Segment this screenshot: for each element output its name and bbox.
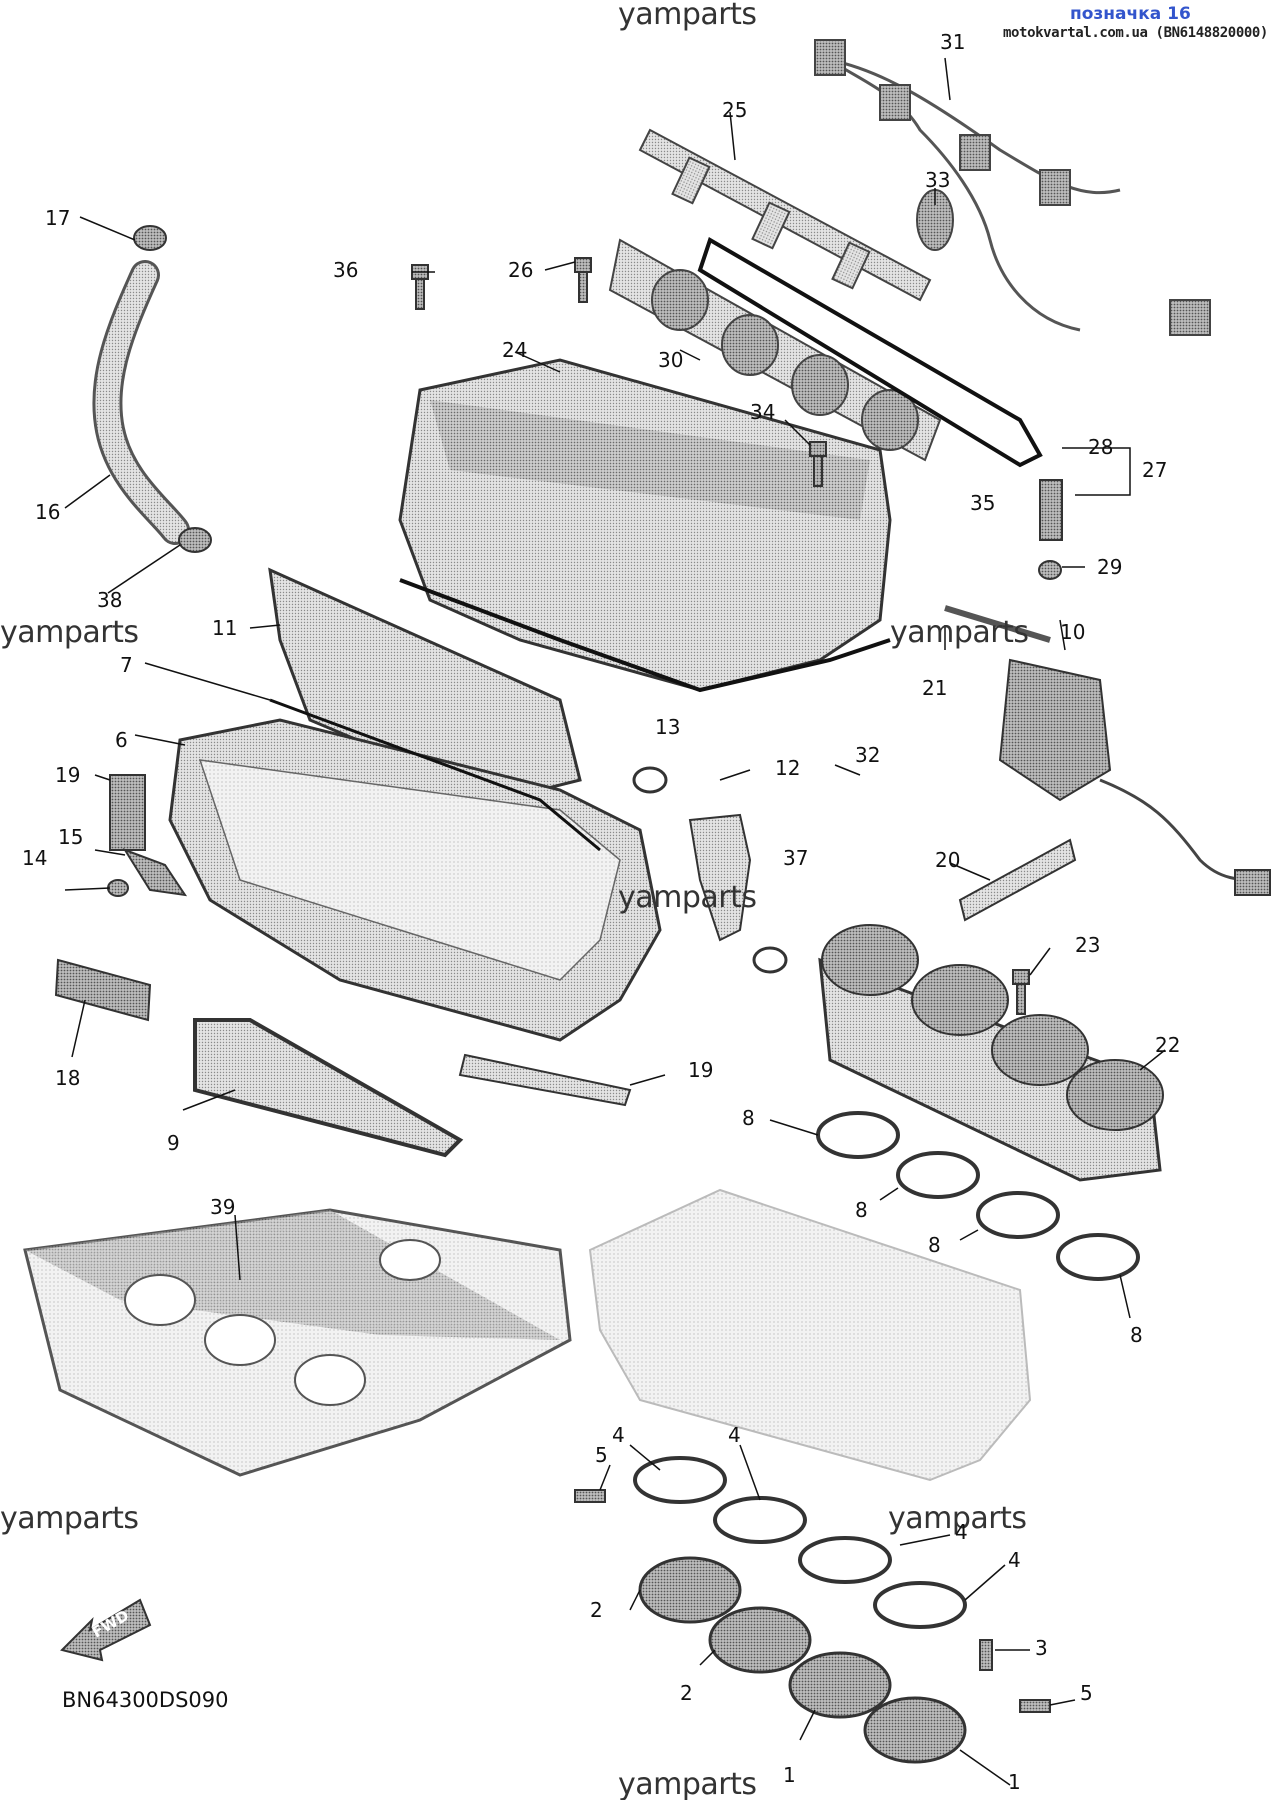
part-label: 32	[855, 743, 881, 767]
fwd-arrow-icon	[60, 1598, 152, 1662]
part-label: 19	[55, 763, 81, 787]
part-label: 21	[922, 676, 948, 700]
part-label: 36	[333, 258, 359, 282]
part-label: 1	[783, 1763, 796, 1787]
part-label: 8	[928, 1233, 941, 1257]
watermark: yamparts	[618, 0, 757, 32]
breather-hose-part	[92, 225, 212, 553]
part-label: 4	[728, 1423, 741, 1447]
part-label: 3	[1035, 1636, 1048, 1660]
watermark: yamparts	[0, 1501, 139, 1536]
part-label: 37	[783, 846, 809, 870]
leader-lines	[64, 57, 1166, 1786]
part-label: 17	[45, 206, 71, 230]
part-label: 19	[688, 1058, 714, 1082]
pad-18-part	[54, 958, 152, 1022]
part-label: 39	[210, 1195, 236, 1219]
screw-5b-part	[1019, 1699, 1051, 1713]
heat-shield-part	[23, 1208, 572, 1477]
part-label: 2	[680, 1681, 693, 1705]
part-label: 27	[1142, 458, 1168, 482]
joint-12-part	[632, 766, 788, 974]
header-title: позначка 16	[1070, 4, 1191, 24]
diagram-code: BN64300DS090	[62, 1688, 229, 1712]
part-label: 8	[855, 1198, 868, 1222]
part-label: 14	[22, 846, 48, 870]
part-label: 30	[658, 348, 684, 372]
air-filter-case-part	[168, 718, 662, 1042]
watermark: yamparts	[888, 1501, 1027, 1536]
part-label: 18	[55, 1066, 81, 1090]
pad-19a-part	[109, 774, 146, 851]
injector-plate-part	[608, 238, 942, 462]
engine-reference-part	[588, 1188, 1032, 1482]
sensor-20-part	[958, 838, 1077, 922]
part-label: 5	[595, 1443, 608, 1467]
throttle-joint-parts	[638, 1556, 967, 1764]
fuel-rail-part	[638, 128, 932, 302]
part-label: 10	[1060, 620, 1086, 644]
part-label: 8	[742, 1106, 755, 1130]
bolt-parts	[411, 257, 1030, 1015]
pad-19b-part	[458, 1053, 632, 1107]
part-label: 38	[97, 588, 123, 612]
air-filter-element-part	[193, 1018, 464, 1158]
screw-3-part	[979, 1639, 993, 1671]
watermark: yamparts	[618, 1767, 757, 1800]
part-label: 34	[750, 400, 776, 424]
part-label: 4	[612, 1423, 625, 1447]
part-label: 23	[1075, 933, 1101, 957]
part-label: 29	[1097, 555, 1123, 579]
part-label: 6	[115, 728, 128, 752]
part-label: 15	[58, 825, 84, 849]
part-label: 25	[722, 98, 748, 122]
injector-27-part	[1039, 479, 1063, 541]
part-label: 4	[1008, 1548, 1021, 1572]
part-label: 1	[1008, 1770, 1021, 1794]
gasket-32-part	[399, 578, 891, 693]
part-label: 33	[925, 168, 951, 192]
nut-29-part	[1038, 560, 1062, 580]
part-label: 5	[1080, 1681, 1093, 1705]
screw-5a-part	[574, 1489, 606, 1503]
part-label: 16	[35, 500, 61, 524]
part-label: 28	[1088, 435, 1114, 459]
throttle-body-part	[818, 924, 1164, 1182]
wiring-harness-part	[814, 39, 1211, 336]
part-label: 12	[775, 756, 801, 780]
part-label: 4	[955, 1520, 968, 1544]
part-label: 26	[508, 258, 534, 282]
watermark: yamparts	[890, 615, 1029, 650]
gasket-35-part	[697, 237, 1043, 468]
part-label: 2	[590, 1598, 603, 1622]
part-label: 13	[655, 715, 681, 739]
watermark: yamparts	[618, 880, 757, 915]
seal-7-part	[269, 698, 601, 852]
part-label: 31	[940, 30, 966, 54]
part-label: 9	[167, 1131, 180, 1155]
nut-14-part	[107, 879, 129, 897]
bracket-15-part	[122, 848, 188, 897]
air-filter-cover-part	[398, 358, 892, 692]
part-label: 11	[212, 616, 238, 640]
part-label: 8	[1130, 1323, 1143, 1347]
pipe-21-part	[944, 605, 1051, 643]
watermark: yamparts	[0, 615, 139, 650]
part-label: 24	[502, 338, 528, 362]
part-label: 20	[935, 848, 961, 872]
part-label: 35	[970, 491, 996, 515]
sensor-10-part	[998, 658, 1271, 896]
part-label: 7	[120, 653, 133, 677]
header-source: motokvartal.com.ua (BN6148820000)	[1003, 25, 1268, 41]
part-label: 22	[1155, 1033, 1181, 1057]
